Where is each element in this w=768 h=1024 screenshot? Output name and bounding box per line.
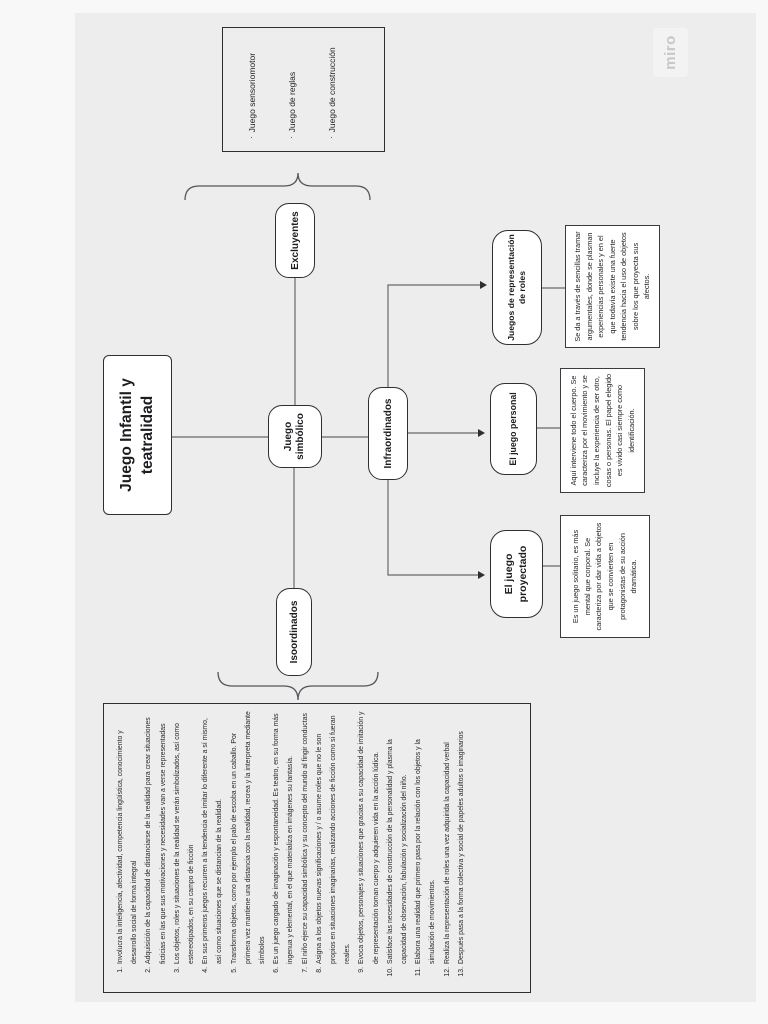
list-item: 1. Involucra la inteligencia, afectividad…	[114, 710, 142, 982]
bullet-icon: ·	[287, 136, 296, 139]
item-text: Elabora una realidad que primero pasa po…	[415, 739, 437, 964]
node-roles-label: Juegos de representación de roles	[505, 234, 527, 341]
arrowhead-roles	[480, 281, 487, 289]
edge-infra-to-roles	[387, 284, 481, 387]
node-personal-label: El juego personal	[507, 392, 518, 466]
bullet-icon: ·	[327, 136, 336, 139]
miro-watermark: miro	[653, 28, 688, 77]
list-item: 6. Es un juego cargado de imaginación y e…	[270, 710, 298, 982]
item-number: 1.	[117, 967, 124, 973]
node-infraordinados-label: Infraordinados	[382, 398, 394, 469]
list-item: 12. Realiza la representación de roles un…	[441, 710, 455, 982]
item-text: Después pasa a la forma colectiva y soci…	[457, 731, 465, 964]
list-item: 7. El niño ejerce su capacidad simbólica …	[299, 710, 313, 982]
diagram-title-node[interactable]: Juego Infantil y teatralidad	[103, 355, 172, 515]
node-el-juego-personal[interactable]: El juego personal	[490, 383, 537, 475]
item-number: 2.	[145, 967, 153, 973]
list-item: 5. Transforma objetos, como por ejemplo e…	[228, 710, 271, 982]
item-number: 12.	[443, 967, 451, 977]
brace-isoordinados	[217, 671, 379, 701]
miro-board-canvas[interactable]: Juego Infantil y teatralidad Juego simbó…	[75, 13, 756, 1002]
item-number: 5.	[230, 967, 238, 973]
list-item: 9. Evoca objetos, personajes y situacione…	[355, 710, 383, 982]
connector-lines	[172, 172, 565, 701]
excluyentes-item-label: Juego sensoriomotor	[247, 52, 257, 133]
node-juegos-representacion-roles[interactable]: Juegos de representación de roles	[492, 230, 542, 345]
node-isoordinados[interactable]: Isoordinados	[276, 588, 312, 676]
isoordinados-items-box[interactable]: 1. Involucra la inteligencia, afectividad…	[103, 703, 531, 993]
node-excluyentes-label: Excluyentes	[289, 211, 301, 270]
arrowhead-proyectado	[478, 571, 485, 579]
list-item: 4. En sus primeros juegos recurren a la t…	[199, 710, 227, 982]
item-text: Los objetos, roles y situaciones de la r…	[173, 723, 196, 964]
item-text: Realiza la representación de roles una v…	[443, 742, 451, 964]
list-item: · Juego de construcción	[327, 34, 337, 139]
item-text: En sus primeros juegos recurren a la ten…	[202, 718, 224, 964]
list-item: · Juego sensoriomotor	[247, 34, 257, 139]
list-item: 2. Adquisición de la capacidad de distanc…	[142, 710, 170, 982]
desc-el-juego-proyectado[interactable]: Es un juego solitario, es más mental que…	[560, 515, 650, 638]
miro-logo: miro	[662, 35, 679, 70]
node-el-juego-proyectado[interactable]: El juego proyectado	[490, 530, 543, 618]
list-item: 3. Los objetos, roles y situaciones de la…	[171, 710, 199, 982]
item-text: Involucra la inteligencia, afectividad, …	[117, 730, 139, 964]
arrowhead-personal	[478, 429, 485, 437]
item-text: Es un juego cargado de imaginación y esp…	[273, 713, 295, 964]
list-item: 10. Satisface las necesidades de construc…	[384, 710, 412, 982]
list-item: 8. Asigna a los objetos nuevas significac…	[313, 710, 356, 982]
list-item: · Juego de reglas	[287, 34, 297, 139]
desc-roles-text: Se da a través de sencillas tramar argum…	[572, 231, 652, 342]
node-juego-simbolico[interactable]: Juego simbólico	[268, 405, 322, 468]
item-text: Evoca objetos, personajes y situaciones …	[358, 711, 380, 964]
item-number: 10.	[386, 967, 394, 977]
diagram-title-label: Juego Infantil y teatralidad	[118, 378, 156, 492]
item-text: Satisface las necesidades de construcció…	[386, 739, 409, 964]
item-number: 6.	[273, 967, 281, 973]
node-proyectado-label: El juego proyectado	[502, 545, 529, 603]
item-number: 8.	[315, 967, 323, 973]
list-item: 11. Elabora una realidad que primero pasa…	[412, 710, 440, 982]
node-isoordinados-label: Isoordinados	[288, 600, 300, 664]
node-juego-simbolico-label: Juego simbólico	[282, 413, 307, 460]
excluyentes-item-label: Juego de construcción	[327, 47, 337, 133]
excluyentes-items-box[interactable]: · Juego sensoriomotor · Juego de reglas …	[222, 27, 385, 152]
excluyentes-item-label: Juego de reglas	[287, 71, 297, 133]
item-number: 3.	[173, 967, 181, 973]
desc-el-juego-personal[interactable]: Aquí interviene todo el cuerpo. Se carac…	[560, 368, 645, 493]
node-infraordinados[interactable]: Infraordinados	[368, 387, 408, 480]
edge-infra-to-proyectado	[387, 480, 479, 576]
item-number: 11.	[415, 967, 423, 977]
desc-personal-text: Aquí interviene todo el cuerpo. Se carac…	[568, 373, 636, 488]
item-text: Adquisición de la capacidad de distancia…	[145, 717, 167, 964]
list-item: 13. Después pasa a la forma colectiva y s…	[455, 710, 469, 982]
item-number: 9.	[358, 967, 366, 973]
brace-excluyentes	[184, 172, 371, 201]
item-text: Asigna a los objetos nuevas significacio…	[315, 715, 352, 964]
item-text: El niño ejerce su capacidad simbólica y …	[301, 713, 309, 964]
desc-juegos-representacion-roles[interactable]: Se da a través de sencillas tramar argum…	[565, 225, 660, 348]
item-number: 4.	[202, 967, 210, 973]
item-number: 13.	[457, 967, 465, 977]
node-excluyentes[interactable]: Excluyentes	[275, 203, 315, 278]
desc-proyectado-text: Es un juego solitario, es más mental que…	[571, 522, 639, 631]
bullet-icon: ·	[247, 136, 256, 139]
item-number: 7.	[301, 967, 309, 973]
item-text: Transforma objetos, como por ejemplo el …	[230, 711, 267, 964]
